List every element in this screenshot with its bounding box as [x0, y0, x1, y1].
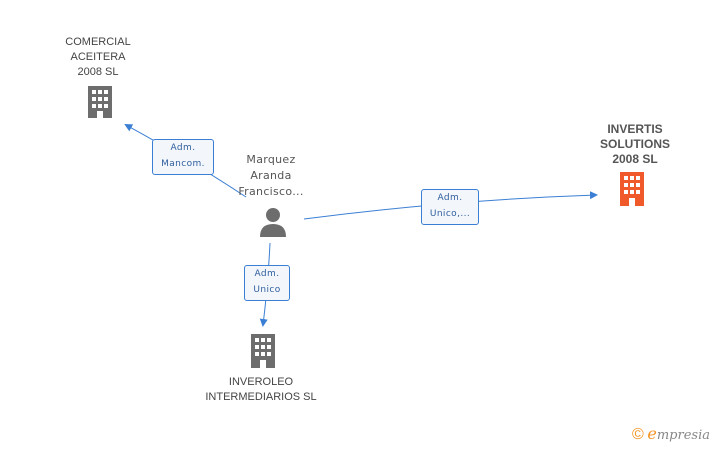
person-icon[interactable]: [258, 207, 288, 237]
company-label-comercial[interactable]: COMERCIAL ACEITERA 2008 SL: [65, 36, 131, 78]
company-label-invertis[interactable]: INVERTIS SOLUTIONS 2008 SL: [599, 122, 670, 166]
person-label[interactable]: Marquez Aranda Francisco...: [238, 153, 304, 198]
building-icon[interactable]: [617, 172, 647, 206]
role-badge-comercial[interactable]: Adm. Mancom.: [152, 139, 214, 175]
brand-e: e: [647, 424, 657, 443]
building-icon[interactable]: [85, 86, 115, 118]
role-badge-invertis[interactable]: Adm. Unico,...: [421, 189, 479, 225]
brand-logo: © empresia: [632, 424, 710, 444]
company-label-inveroleo[interactable]: INVEROLEO INTERMEDIARIOS SL: [205, 376, 317, 403]
copyright-icon: ©: [631, 426, 644, 443]
brand-name: mpresia: [656, 428, 710, 443]
role-badge-inveroleo[interactable]: Adm. Unico: [244, 265, 290, 301]
building-icon[interactable]: [248, 334, 278, 368]
